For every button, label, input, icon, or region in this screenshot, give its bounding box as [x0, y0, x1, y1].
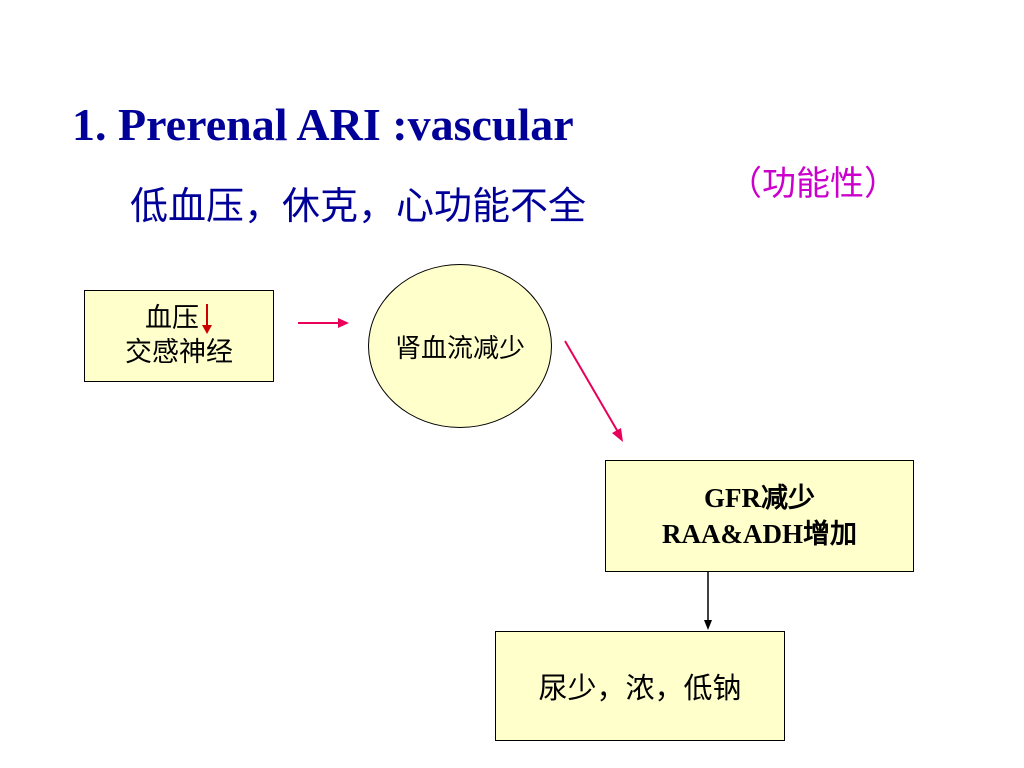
gfr-decrease-label: GFR减少 [704, 482, 815, 513]
urine-label: 尿少，浓，低钠 [538, 671, 742, 705]
slide-title: 1. Prerenal ARI :vascular [72, 99, 574, 150]
sympathetic-nerve-label: 交感神经 [125, 337, 233, 368]
arrow-bp-to-flow [298, 318, 349, 328]
raa-adh-increase-label: RAA&ADH增加 [662, 519, 857, 549]
gfr-box: GFR减少 RAA&ADH增加 [605, 460, 914, 572]
blood-pressure-box: 血压 交感神经 [84, 290, 274, 382]
urine-box: 尿少，浓，低钠 [495, 631, 785, 741]
decrease-arrow-icon [202, 304, 212, 335]
arrow-gfr-to-urine [704, 572, 712, 630]
blood-pressure-label: 血压 [145, 303, 199, 335]
arrow-flow-to-gfr [564, 340, 623, 442]
functional-note: （功能性） [728, 164, 898, 204]
renal-blood-flow-node: 肾血流减少 [368, 264, 552, 428]
slide-subtitle: 低血压，休克，心功能不全 [130, 184, 587, 228]
renal-blood-flow-label: 肾血流减少 [394, 333, 525, 364]
